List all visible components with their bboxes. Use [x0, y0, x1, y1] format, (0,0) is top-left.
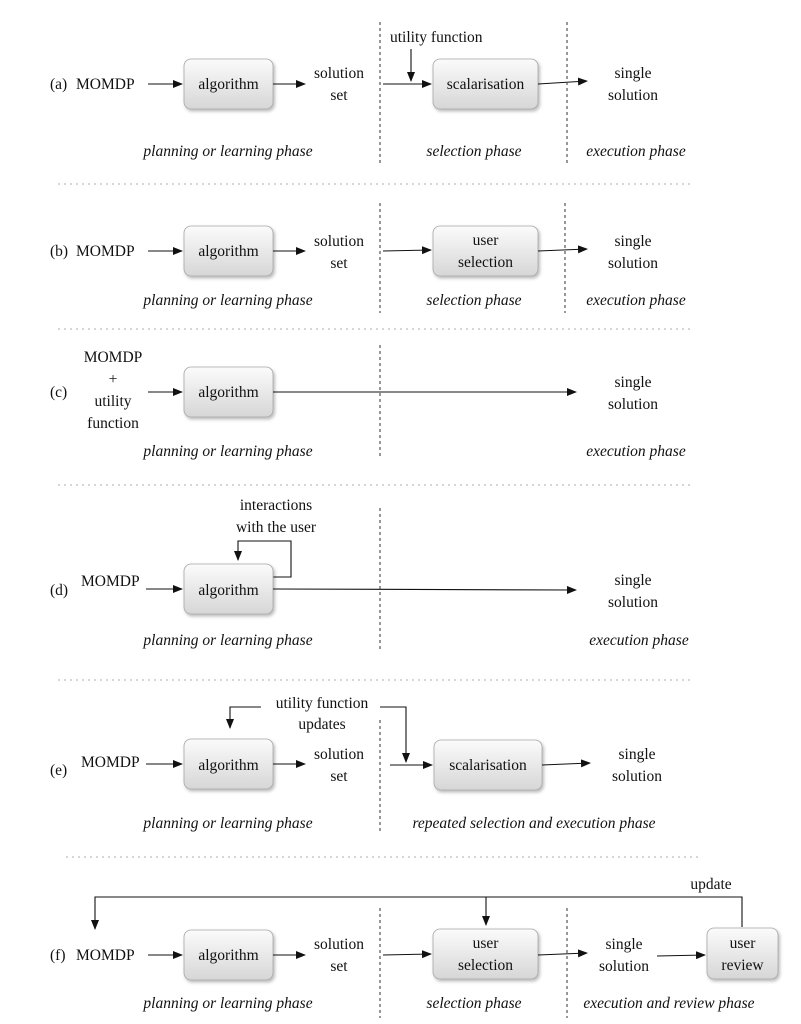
- phase-label-selection: selection phase: [426, 292, 521, 309]
- algorithm-box-label: algorithm: [198, 76, 258, 93]
- phase-label-execution: execution phase: [586, 143, 686, 160]
- utility-function-updates-label: updates: [298, 716, 345, 733]
- arrow-selector-to-result: [537, 245, 588, 254]
- panel-a-label: (a): [50, 76, 67, 93]
- panel-f-input: MOMDP: [76, 947, 135, 964]
- solution-set-label: solution: [314, 746, 364, 763]
- interactions-label: with the user: [236, 519, 317, 536]
- user-review-box-label: review: [721, 957, 764, 974]
- single-solution-label: solution: [612, 768, 662, 785]
- solution-set-label: set: [330, 958, 348, 975]
- single-solution-label: single: [614, 374, 651, 391]
- panel-e-label: (e): [50, 762, 67, 779]
- single-solution-label: single: [614, 65, 651, 82]
- solution-set-label: set: [330, 255, 348, 272]
- single-solution-label: solution: [608, 396, 658, 413]
- update-to-algorithm-arrow: [226, 706, 261, 729]
- phase-label-execution: execution phase: [589, 632, 689, 649]
- user-selection-box: [432, 928, 539, 980]
- panel-d-input: MOMDP: [81, 573, 140, 590]
- update-label: update: [690, 876, 731, 893]
- panel-d-label: (d): [50, 582, 68, 599]
- single-solution-label: solution: [608, 87, 658, 104]
- solution-set-label: set: [330, 87, 348, 104]
- user-selection-box-label: user: [473, 232, 500, 249]
- panel-a-input: MOMDP: [76, 76, 135, 93]
- panel-d: interactions with the user (d) MOMDP alg…: [50, 497, 689, 652]
- utility-function-updates-label: utility function: [276, 695, 369, 712]
- phase-label-execution: execution phase: [586, 443, 686, 460]
- algorithm-box-label: algorithm: [198, 582, 258, 599]
- scalarisation-box-label: scalarisation: [447, 76, 525, 93]
- single-solution-label: solution: [608, 255, 658, 272]
- review-update-feedback-line: [91, 896, 743, 930]
- interactions-label: interactions: [240, 497, 312, 514]
- update-to-scalarisation-arrow: [380, 706, 410, 763]
- solution-set-label: solution: [314, 233, 364, 250]
- scalarisation-box-label: scalarisation: [449, 757, 527, 774]
- arrow-selector-to-result: [537, 949, 588, 958]
- arrow-selector-to-result: [541, 759, 591, 768]
- arrow-algorithm-to-result: [272, 585, 577, 594]
- single-solution-label: solution: [599, 958, 649, 975]
- phase-label-planning: planning or learning phase: [142, 143, 312, 160]
- algorithm-box-label: algorithm: [198, 384, 258, 401]
- user-review-box-label: user: [730, 935, 757, 952]
- single-solution-label: solution: [608, 594, 658, 611]
- arrow-selector-to-result: [537, 77, 588, 86]
- single-solution-label: single: [618, 746, 655, 763]
- solution-set-label: solution: [314, 65, 364, 82]
- solution-set-label: set: [330, 768, 348, 785]
- phase-label-selection: selection phase: [426, 995, 521, 1012]
- phase-label-planning: planning or learning phase: [142, 995, 312, 1012]
- panel-f-label: (f): [50, 947, 66, 964]
- panel-a: (a) MOMDP algorithm solution set utility…: [50, 22, 686, 166]
- panel-separators: [58, 183, 700, 858]
- user-selection-box-label: user: [473, 935, 500, 952]
- utility-function-label: utility function: [390, 29, 483, 46]
- panel-f: update (f) MOMDP algorithm solution set …: [50, 876, 779, 1018]
- single-solution-label: single: [614, 233, 651, 250]
- phase-label-repeated-selection-execution: repeated selection and execution phase: [412, 815, 655, 832]
- solution-set-label: solution: [314, 936, 364, 953]
- panel-b-label: (b): [50, 243, 68, 260]
- panel-e-input: MOMDP: [81, 754, 140, 771]
- single-solution-label: single: [614, 572, 651, 589]
- phase-label-execution-review: execution and review phase: [583, 995, 754, 1012]
- phase-label-planning: planning or learning phase: [142, 815, 312, 832]
- panel-b: (b) MOMDP algorithm solution set user se…: [50, 203, 686, 313]
- panel-c-input: utility: [94, 393, 131, 410]
- panel-c-input: MOMDP: [84, 349, 143, 366]
- panel-c-label: (c): [50, 384, 67, 401]
- arrow-to-selector: [382, 246, 432, 255]
- user-selection-box-label: selection: [458, 957, 513, 974]
- single-solution-label: single: [605, 936, 642, 953]
- algorithm-box-label: algorithm: [198, 243, 258, 260]
- phase-label-selection: selection phase: [426, 143, 521, 160]
- user-review-box: [706, 927, 779, 980]
- algorithm-box-label: algorithm: [198, 757, 258, 774]
- arrow-result-to-review: [656, 951, 706, 960]
- phase-label-planning: planning or learning phase: [142, 443, 312, 460]
- panel-c: (c) MOMDP + utility function algorithm s…: [50, 345, 686, 460]
- algorithm-box-label: algorithm: [198, 947, 258, 964]
- panel-c-input: +: [109, 371, 118, 388]
- phase-label-execution: execution phase: [586, 292, 686, 309]
- user-selection-box-label: selection: [458, 254, 513, 271]
- user-interaction-loop-arrow: [234, 540, 292, 578]
- panel-b-input: MOMDP: [76, 243, 135, 260]
- arrow-to-selector: [382, 950, 432, 959]
- panel-c-input: function: [87, 415, 139, 432]
- phase-label-planning: planning or learning phase: [142, 632, 312, 649]
- panel-e: utility function updates (e) MOMDP algor…: [50, 695, 662, 832]
- phase-label-planning: planning or learning phase: [142, 292, 312, 309]
